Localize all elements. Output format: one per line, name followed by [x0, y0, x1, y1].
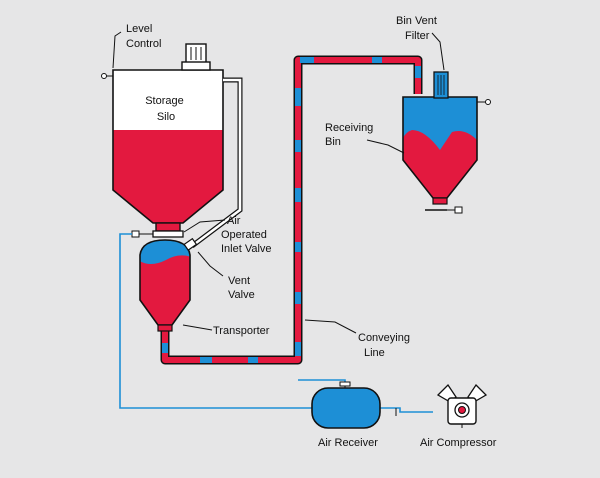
air-operated-inlet-valve — [131, 230, 184, 238]
leader-lines — [112, 31, 445, 334]
receiving-bin-label: Receiving Bin — [325, 122, 376, 148]
air-receiver — [311, 381, 397, 429]
storage-silo — [101, 43, 224, 232]
transporter-label: Transporter — [213, 325, 270, 337]
conveying-line — [160, 55, 423, 365]
bin-vent-filter-label: Bin Vent Filter — [396, 15, 440, 42]
air-receiver-label: Air Receiver — [318, 437, 378, 449]
air-compressor-label: Air Compressor — [420, 437, 497, 449]
vent-valve — [183, 237, 198, 251]
air-compressor — [436, 383, 488, 428]
vent-valve-label: Vent Valve — [228, 275, 255, 301]
level-control-label: Level Control — [126, 23, 161, 50]
transporter-vessel — [139, 239, 191, 332]
storage-silo-label: Storage Silo — [145, 95, 187, 123]
air-operated-inlet-valve-label: Air Operated Inlet Valve — [221, 215, 272, 255]
conveying-line-label: Conveying Line — [358, 332, 413, 359]
